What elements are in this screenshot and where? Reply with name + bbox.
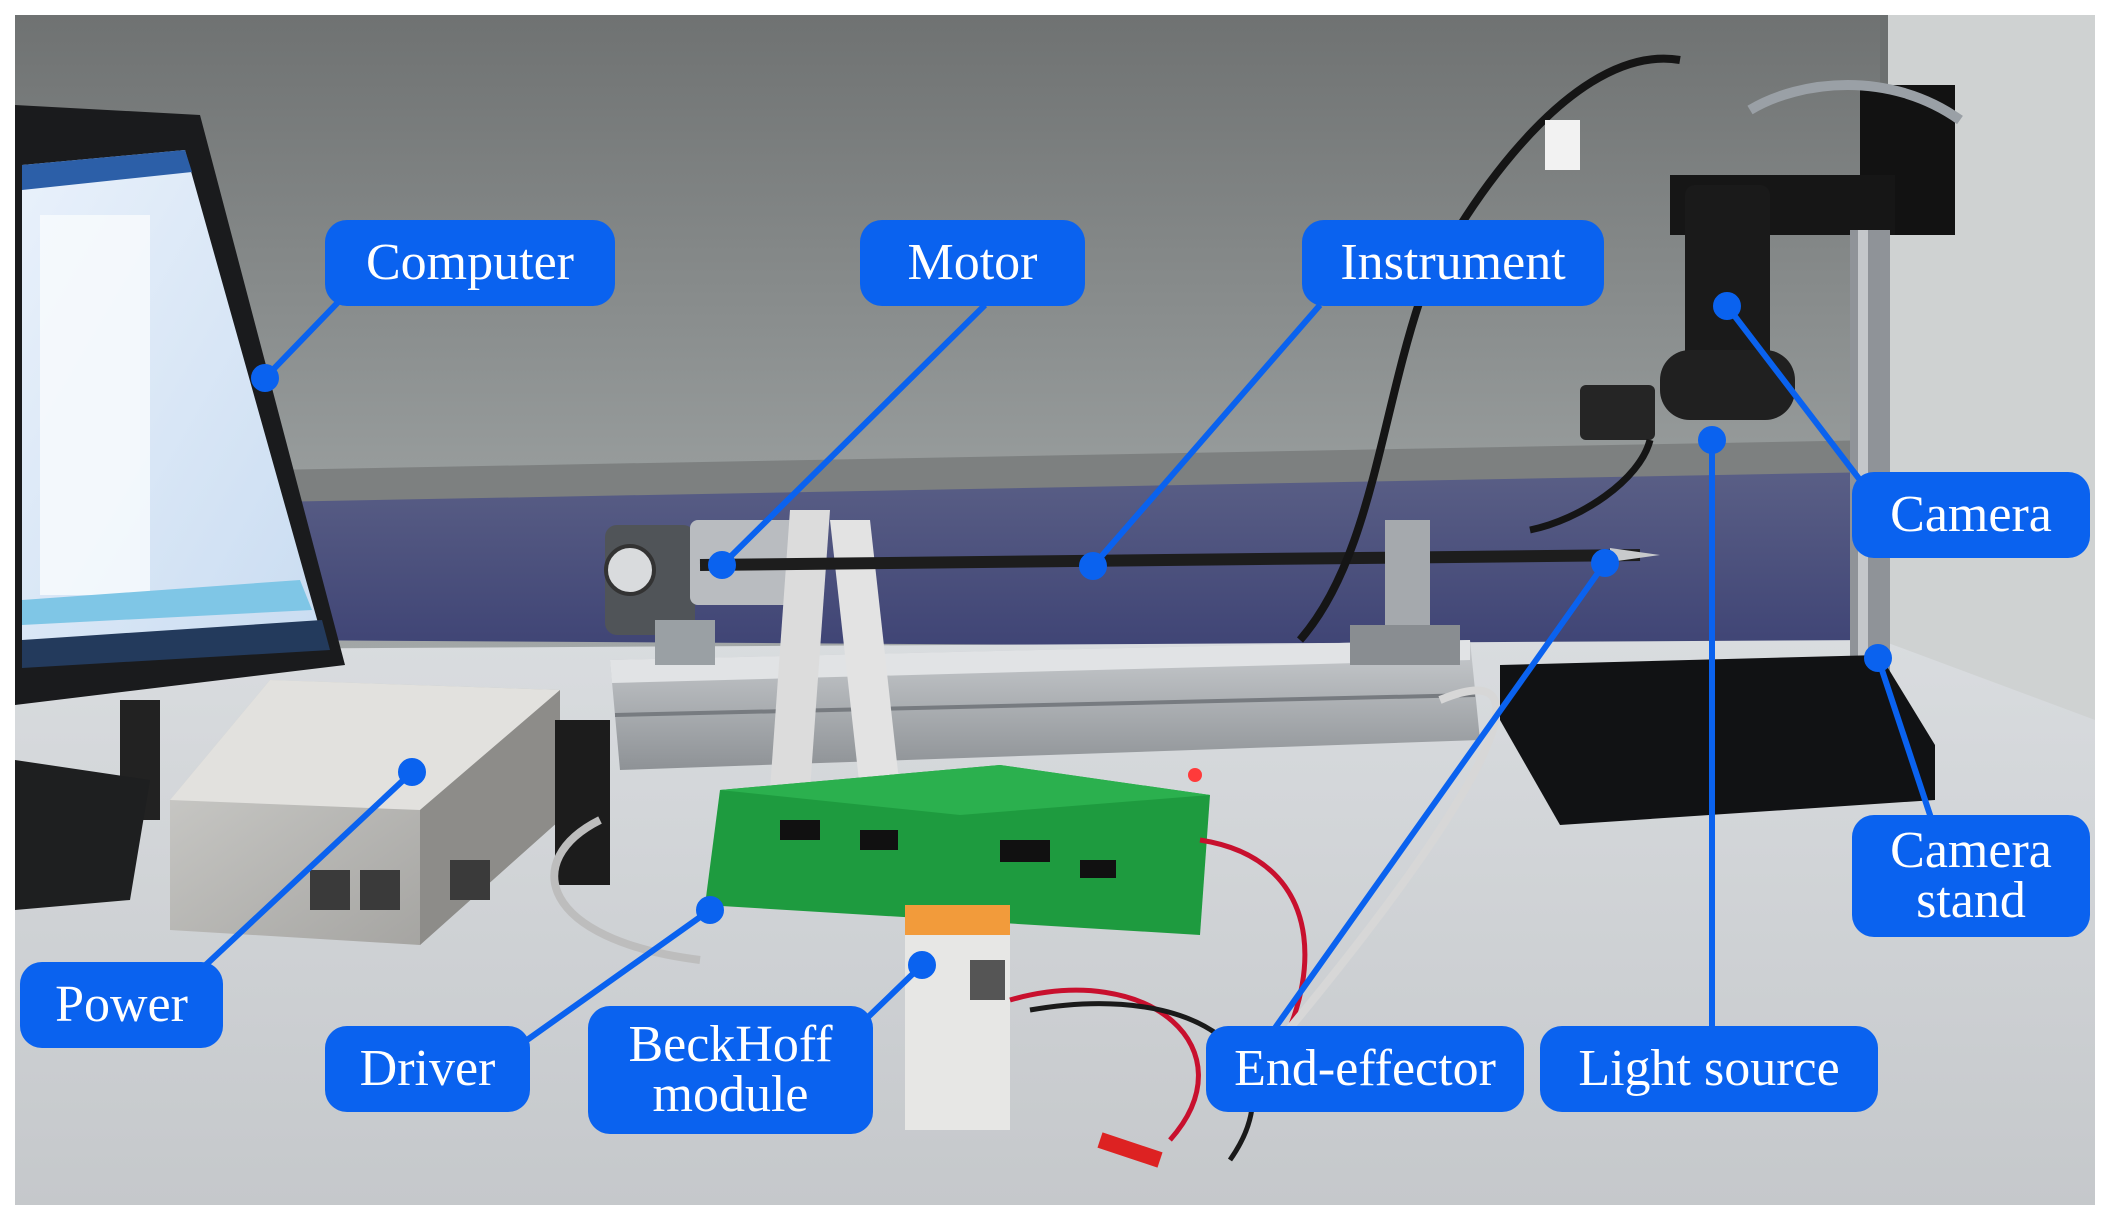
label-motor: Motor [860, 220, 1085, 306]
label-instrument: Instrument [1302, 220, 1604, 306]
leader-camera-stand [1875, 657, 1938, 831]
dot-motor [708, 551, 736, 579]
dot-beckhoff [908, 951, 936, 979]
label-computer: Computer [325, 220, 615, 306]
leader-end-effector [1267, 561, 1608, 1037]
dot-camera-stand [1864, 644, 1892, 672]
label-camera-stand: Camera stand [1852, 815, 2090, 937]
leader-motor [719, 302, 988, 568]
label-power: Power [20, 962, 223, 1048]
label-camera: Camera [1852, 472, 2090, 558]
leader-power [192, 769, 415, 978]
leader-camera [1724, 304, 1863, 482]
label-beckhoff-module: BeckHoff module [588, 1006, 873, 1134]
label-driver: Driver [325, 1026, 530, 1112]
leader-driver [518, 907, 712, 1048]
dot-camera [1713, 292, 1741, 320]
dot-end-effector [1591, 549, 1619, 577]
dot-computer [251, 364, 279, 392]
label-light-source: Light source [1540, 1026, 1878, 1112]
leader-instrument [1090, 303, 1323, 568]
leader-computer [262, 292, 348, 381]
label-end-effector: End-effector [1206, 1026, 1524, 1112]
dot-driver [696, 896, 724, 924]
dot-light-source [1698, 426, 1726, 454]
dot-instrument [1079, 552, 1107, 580]
dot-power [398, 758, 426, 786]
